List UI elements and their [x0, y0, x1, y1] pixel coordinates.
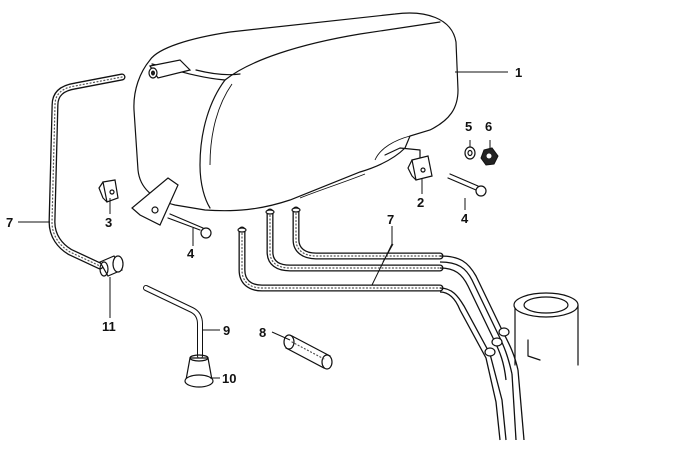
- callout-7-center: 7: [387, 212, 394, 227]
- hose-8: [283, 334, 333, 370]
- cap-10: [184, 354, 214, 388]
- callout-6: 6: [485, 119, 492, 134]
- callout-4-left: 4: [187, 246, 195, 261]
- callout-9: 9: [223, 323, 230, 338]
- tank-nipple: [148, 59, 192, 79]
- callout-1: 1: [515, 65, 522, 80]
- expansion-tank: [131, 12, 459, 226]
- callout-5: 5: [465, 119, 472, 134]
- callout-3: 3: [105, 215, 112, 230]
- hoses-center: [237, 206, 444, 292]
- screw-4-right: [447, 173, 487, 197]
- callout-10: 10: [222, 371, 236, 386]
- leader-lines: [18, 71, 508, 379]
- radiator-neck: [513, 292, 579, 366]
- callout-8: 8: [259, 325, 266, 340]
- callout-7-left: 7: [6, 215, 13, 230]
- screw-4-left: [167, 213, 212, 239]
- grommet-11: [99, 255, 124, 277]
- pipes-right: [439, 255, 525, 441]
- callout-4-right: 4: [461, 211, 469, 226]
- hose-left: [48, 73, 126, 270]
- clip-2: [407, 155, 433, 181]
- tube-9: [143, 285, 203, 359]
- washer-5: [464, 146, 476, 160]
- callout-2: 2: [417, 195, 424, 210]
- clip-3: [98, 179, 119, 203]
- nut-6: [480, 147, 499, 166]
- callout-11: 11: [102, 319, 116, 334]
